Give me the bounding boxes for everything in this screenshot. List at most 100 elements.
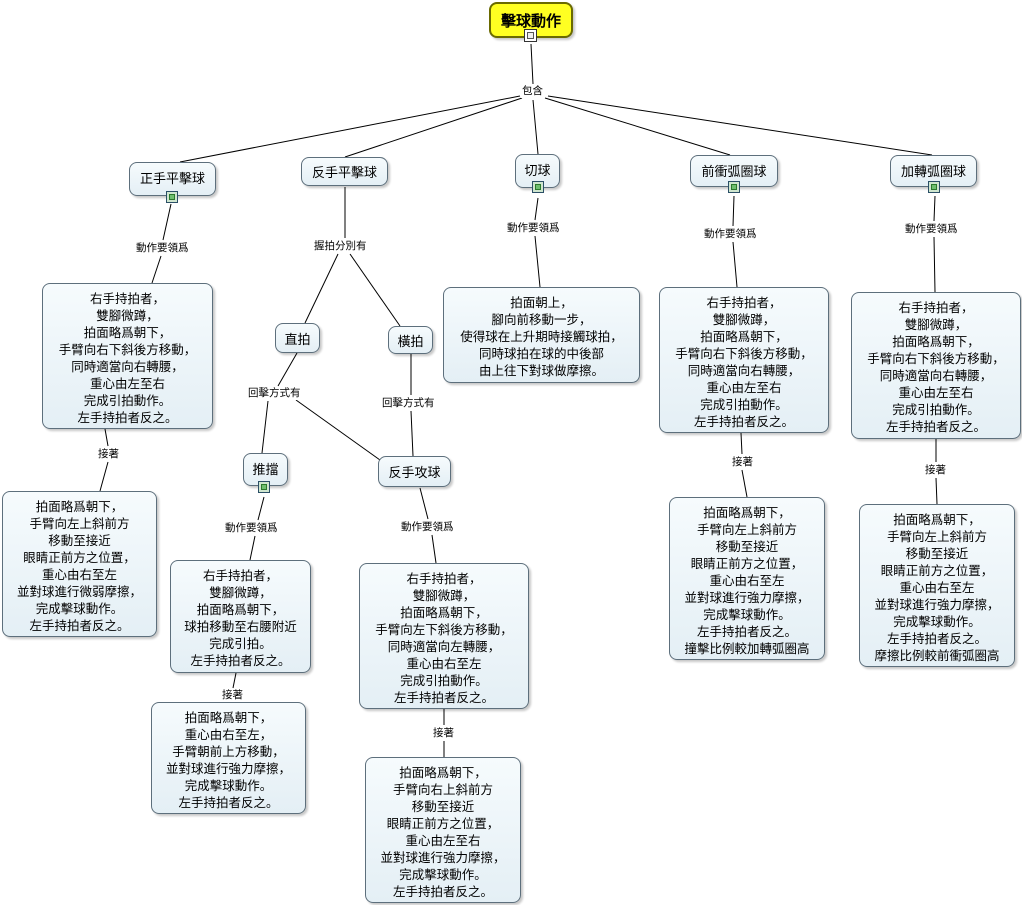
text-line: 左手持拍者反之。 bbox=[696, 624, 797, 639]
text-line: 手臂向右下斜後方移動， bbox=[675, 346, 813, 361]
text-line: 重心由右至左 bbox=[41, 567, 117, 582]
text-line: 雙腳微蹲， bbox=[209, 585, 272, 600]
concept-forehand[interactable]: 正手平擊球 bbox=[129, 162, 216, 196]
text-line: 雙腳微蹲， bbox=[412, 588, 476, 603]
text-line: 完成擊球動作。 bbox=[35, 601, 124, 616]
video-resource-icon[interactable] bbox=[532, 181, 544, 193]
text-line: 移動至接近 bbox=[48, 533, 111, 548]
text-line: 完成引拍動作。 bbox=[892, 402, 980, 417]
text-line: 移動至接近 bbox=[715, 539, 779, 554]
video-resource-icon[interactable] bbox=[928, 181, 940, 193]
text-line: 手臂向左上斜前方 bbox=[29, 516, 130, 531]
text-line: 重心由左至右 bbox=[89, 376, 165, 391]
text-line: 同時適當向右轉腰， bbox=[879, 368, 993, 383]
text-line: 重心由左至右 bbox=[706, 380, 782, 395]
text-line: 移動至接近 bbox=[411, 799, 475, 814]
concept-loop[interactable]: 前衝弧圈球 bbox=[690, 155, 778, 187]
link-label-then: 接著 bbox=[924, 464, 947, 477]
text-line: 並對球進行強力摩擦， bbox=[380, 850, 506, 865]
link-label-grip: 握拍分別有 bbox=[313, 240, 368, 253]
link-label-returns: 回擊方式有 bbox=[381, 397, 436, 410]
text-line: 撞擊比例較加轉弧圈高 bbox=[684, 641, 810, 656]
concept-backhand[interactable]: 反手平擊球 bbox=[301, 157, 388, 186]
text-line: 拍面略爲朝下， bbox=[400, 605, 488, 620]
text-push-prep: 右手持拍者，雙腳微蹲，拍面略爲朝下，球拍移動至右腰附近完成引拍。左手持拍者反之。 bbox=[170, 560, 311, 673]
text-line: 手臂向左下斜後方移動， bbox=[375, 622, 513, 637]
link-label-essentials: 動作要領爲 bbox=[904, 223, 959, 236]
text-line: 重心由右至左 bbox=[406, 656, 482, 671]
text-line: 完成引拍動作。 bbox=[700, 397, 788, 412]
text-backhand-attack-prep: 右手持拍者， 雙腳微蹲， 拍面略爲朝下， 手臂向左下斜後方移動， 同時適當向左轉腰， 重心… bbox=[359, 563, 529, 709]
text-line: 並對球進行強力摩擦， bbox=[684, 590, 810, 605]
link-label-contains: 包含 bbox=[521, 85, 544, 98]
text-line: 同時球拍在球的中後部 bbox=[478, 346, 604, 361]
text-push-hit: 拍面略爲朝下，重心由右至左，手臂朝前上方移動，並對球進行強力摩擦，完成擊球動作。… bbox=[151, 702, 306, 814]
text-line: 手臂向右上斜前方 bbox=[392, 782, 493, 797]
concept-push-label: 推擋 bbox=[252, 463, 279, 478]
text-line: 雙腳微蹲， bbox=[712, 312, 776, 327]
text-chop: 拍面朝上，腳向前移動一步，使得球在上升期時接觸球拍，同時球拍在球的中後部由上往下… bbox=[443, 287, 640, 383]
video-resource-icon[interactable] bbox=[166, 191, 178, 203]
text-line: 球拍移動至右腰附近 bbox=[184, 619, 297, 634]
link-label-then: 接著 bbox=[432, 727, 455, 740]
video-resource-icon[interactable] bbox=[258, 481, 270, 493]
text-line: 同時適當向左轉腰， bbox=[387, 639, 501, 654]
text-line: 摩擦比例較前衝弧圈高 bbox=[874, 648, 1000, 663]
text-line: 眼睛正前方之位置， bbox=[386, 816, 500, 831]
text-line: 重心由右至左 bbox=[899, 580, 975, 595]
root-label: 擊球動作 bbox=[500, 12, 561, 30]
concept-backhand-attack-label: 反手攻球 bbox=[388, 466, 441, 481]
text-loop-prep: 右手持拍者，雙腳微蹲，拍面略爲朝下，手臂向右下斜後方移動，同時適當向右轉腰，重心… bbox=[659, 287, 829, 433]
link-label-essentials: 動作要領爲 bbox=[224, 522, 279, 535]
text-line: 完成擊球動作。 bbox=[703, 607, 791, 622]
text-line: 完成擊球動作。 bbox=[399, 867, 487, 882]
text-line: 由上往下對球做摩擦。 bbox=[478, 363, 604, 378]
text-line: 手臂向左上斜前方 bbox=[696, 522, 797, 537]
concept-penhold[interactable]: 直拍 bbox=[275, 323, 320, 353]
text-line: 腳向前移動一步， bbox=[491, 312, 592, 327]
text-line: 雙腳微蹲， bbox=[96, 308, 159, 323]
link-label-then: 接著 bbox=[731, 456, 754, 469]
text-line: 眼睛正前方之位置， bbox=[880, 563, 994, 578]
text-line: 右手持拍者， bbox=[706, 295, 782, 310]
text-line: 左手持拍者反之。 bbox=[885, 419, 986, 434]
concept-chop[interactable]: 切球 bbox=[515, 154, 560, 188]
text-line: 左手持拍者反之。 bbox=[693, 414, 794, 429]
text-line: 完成擊球動作。 bbox=[184, 778, 273, 793]
link-label-essentials: 動作要領爲 bbox=[135, 242, 190, 255]
text-line: 手臂向右下斜後方移動， bbox=[867, 351, 1005, 366]
text-line: 重心由右至左 bbox=[709, 573, 785, 588]
text-line: 完成引拍動作。 bbox=[400, 673, 488, 688]
link-label-essentials: 動作要領爲 bbox=[703, 228, 758, 241]
text-spin-loop-hit: 拍面略爲朝下，手臂向左上斜前方移動至接近眼睛正前方之位置，重心由右至左並對球進行… bbox=[859, 504, 1015, 667]
text-line: 左手持拍者反之。 bbox=[29, 618, 130, 633]
concept-shakehand[interactable]: 橫拍 bbox=[388, 326, 433, 354]
concept-penhold-label: 直拍 bbox=[284, 332, 311, 348]
text-line: 拍面略爲朝下， bbox=[399, 765, 487, 780]
concept-backhand-attack[interactable]: 反手攻球 bbox=[378, 456, 451, 487]
text-line: 左手持拍者反之。 bbox=[178, 795, 279, 810]
text-line: 右手持拍者， bbox=[202, 568, 278, 583]
text-line: 拍面略爲朝下， bbox=[700, 329, 788, 344]
text-line: 完成擊球動作。 bbox=[893, 614, 981, 629]
document-icon[interactable] bbox=[524, 29, 537, 42]
text-line: 拍面略爲朝下， bbox=[83, 325, 172, 340]
text-line: 右手持拍者， bbox=[89, 291, 165, 306]
concept-spin-loop-label: 加轉弧圈球 bbox=[900, 165, 966, 180]
text-line: 雙腳微蹲， bbox=[904, 317, 968, 332]
link-label-returns: 回擊方式有 bbox=[247, 387, 302, 400]
text-line: 右手持拍者， bbox=[406, 571, 482, 586]
text-line: 左手持拍者反之。 bbox=[190, 653, 291, 668]
text-line: 手臂朝前上方移動， bbox=[172, 744, 285, 759]
text-line: 拍面略爲朝下， bbox=[703, 505, 791, 520]
text-line: 拍面略爲朝下， bbox=[893, 512, 981, 527]
text-line: 同時適當向右轉腰， bbox=[71, 359, 184, 374]
video-resource-icon[interactable] bbox=[728, 181, 740, 193]
text-line: 並對球進行強力摩擦， bbox=[874, 597, 1000, 612]
text-forehand-prep: 右手持拍者，雙腳微蹲，拍面略爲朝下，手臂向右下斜後方移動，同時適當向右轉腰，重心… bbox=[42, 283, 213, 429]
text-backhand-attack-hit: 拍面略爲朝下，手臂向右上斜前方移動至接近眼睛正前方之位置，重心由左至右並對球進行… bbox=[365, 757, 521, 903]
text-line: 並對球進行微弱摩擦， bbox=[16, 584, 142, 599]
concept-push[interactable]: 推擋 bbox=[243, 453, 288, 486]
text-line: 左手持拍者反之。 bbox=[392, 884, 493, 899]
